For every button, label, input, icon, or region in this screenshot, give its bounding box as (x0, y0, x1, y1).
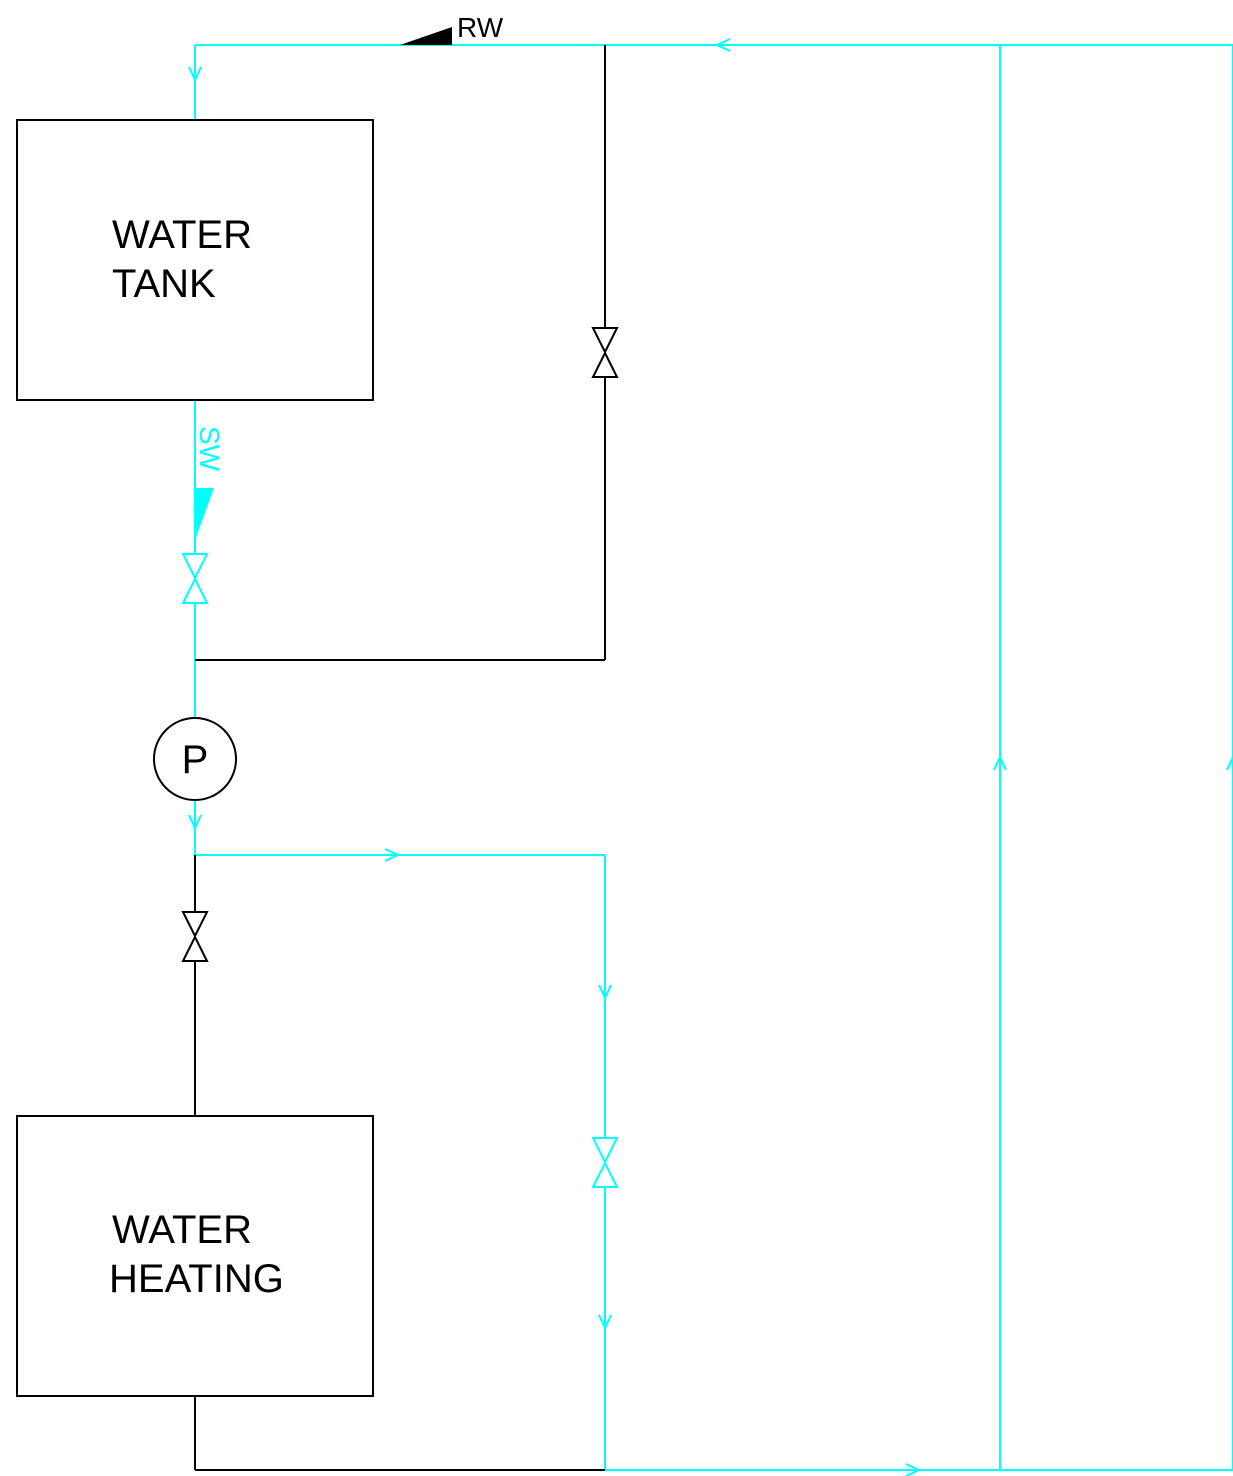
water-tank[interactable]: WATER TANK (16, 119, 374, 401)
rw-tag-label: RW (457, 12, 504, 43)
rw-tag: RW (400, 12, 504, 45)
sw-tag: SW (194, 426, 225, 540)
pump-circle-icon (153, 717, 237, 801)
water-heating-label-line1: WATER (112, 1208, 252, 1252)
arrow-down-icon (188, 814, 202, 831)
arrow-up-icon (1226, 754, 1233, 771)
arrow-right-icon (905, 1463, 922, 1476)
arrow-up-icon (993, 754, 1007, 771)
tank-outlet-valve-icon[interactable] (181, 553, 209, 604)
rw-flag-icon (400, 27, 452, 45)
sw-flag-icon (195, 488, 214, 540)
water-heating-box (16, 1115, 374, 1397)
heater-valve-icon[interactable] (181, 911, 209, 962)
water-tank-label-line2: TANK (112, 262, 216, 306)
arrow-down-icon (188, 66, 202, 83)
branch-valve-icon[interactable] (591, 1137, 619, 1188)
arrow-left-icon (714, 38, 731, 52)
arrow-down-icon (598, 984, 612, 1001)
valves (181, 327, 619, 1188)
water-tank-box (16, 119, 374, 401)
water-heating[interactable]: WATER HEATING (16, 1115, 374, 1397)
flow-arrows (188, 38, 1233, 1476)
water-tank-label-line1: WATER (112, 213, 252, 257)
pump-label: P (182, 738, 209, 782)
pump[interactable]: P (153, 717, 237, 801)
arrow-right-icon (384, 848, 401, 862)
bypass-valve-icon[interactable] (591, 327, 619, 378)
water-heating-label-line2: HEATING (109, 1257, 284, 1301)
arrow-down-icon (598, 1314, 612, 1331)
sw-tag-label: SW (194, 426, 225, 472)
